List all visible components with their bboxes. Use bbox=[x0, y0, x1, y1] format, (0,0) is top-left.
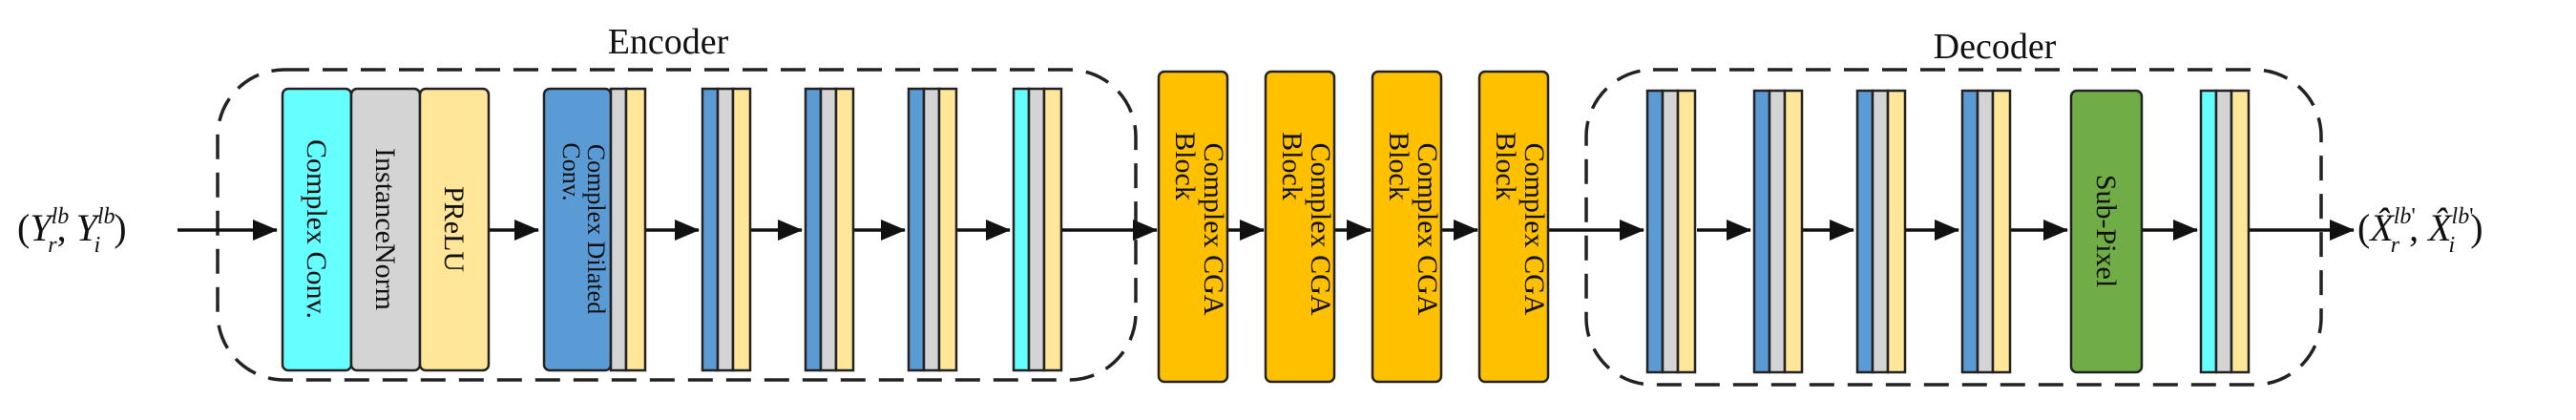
complex-conv-label: Complex Conv. bbox=[301, 139, 332, 319]
decoder-stack-3 bbox=[1855, 89, 1907, 374]
sub-pixel-label: Sub-Pixel bbox=[2090, 175, 2122, 287]
encoder-stack-1 bbox=[701, 87, 752, 372]
output-label: (X̂lb'r, X̂lb'i) bbox=[2357, 204, 2483, 258]
cga-block-1-line2: Block bbox=[1169, 132, 1201, 200]
cga-block-3-line1: Complex CGA bbox=[1412, 143, 1443, 316]
dilated-conv-block: Complex Dilated Conv. bbox=[542, 87, 647, 372]
encoder-stack-2 bbox=[804, 87, 855, 372]
cga-block-4-line2: Block bbox=[1490, 132, 1521, 200]
svg-text:(X̂lb'r, X̂lb'i): (X̂lb'r, X̂lb'i) bbox=[2357, 204, 2483, 258]
cga-block-4-line1: Complex CGA bbox=[1518, 143, 1550, 316]
prelu-block bbox=[418, 87, 491, 372]
decoder-stack-5 bbox=[2199, 89, 2251, 374]
cga-block-2-line2: Block bbox=[1276, 132, 1308, 200]
encoder-title: Encoder bbox=[608, 22, 729, 62]
encoder-stack-4 bbox=[1012, 87, 1063, 372]
cga-block-4: Complex CGA Block bbox=[1477, 70, 1550, 384]
cga-block-3: Complex CGA Block bbox=[1371, 70, 1443, 384]
decoder-title: Decoder bbox=[1934, 27, 2057, 67]
decoder-stack-1 bbox=[1645, 89, 1697, 374]
cga-block-1-line1: Complex CGA bbox=[1198, 143, 1229, 316]
dilated-conv-label-line1: Complex Dilated bbox=[582, 144, 610, 314]
cga-block-2: Complex CGA Block bbox=[1264, 70, 1336, 384]
decoder-stack-4 bbox=[1960, 89, 2012, 374]
sub-pixel-block: Sub-Pixel bbox=[2069, 89, 2144, 374]
cga-block-3-line2: Block bbox=[1383, 132, 1414, 200]
decoder-stack-2 bbox=[1752, 89, 1804, 374]
prelu-label: PReLU bbox=[438, 186, 470, 272]
cga-block-2-line1: Complex CGA bbox=[1305, 143, 1336, 316]
cga-block-1: Complex CGA Block bbox=[1157, 70, 1229, 384]
instance-norm-label: InstanceNorm bbox=[369, 148, 401, 310]
encoder-stack-3 bbox=[907, 87, 958, 372]
dilated-conv-label-line2: Conv. bbox=[557, 142, 585, 200]
